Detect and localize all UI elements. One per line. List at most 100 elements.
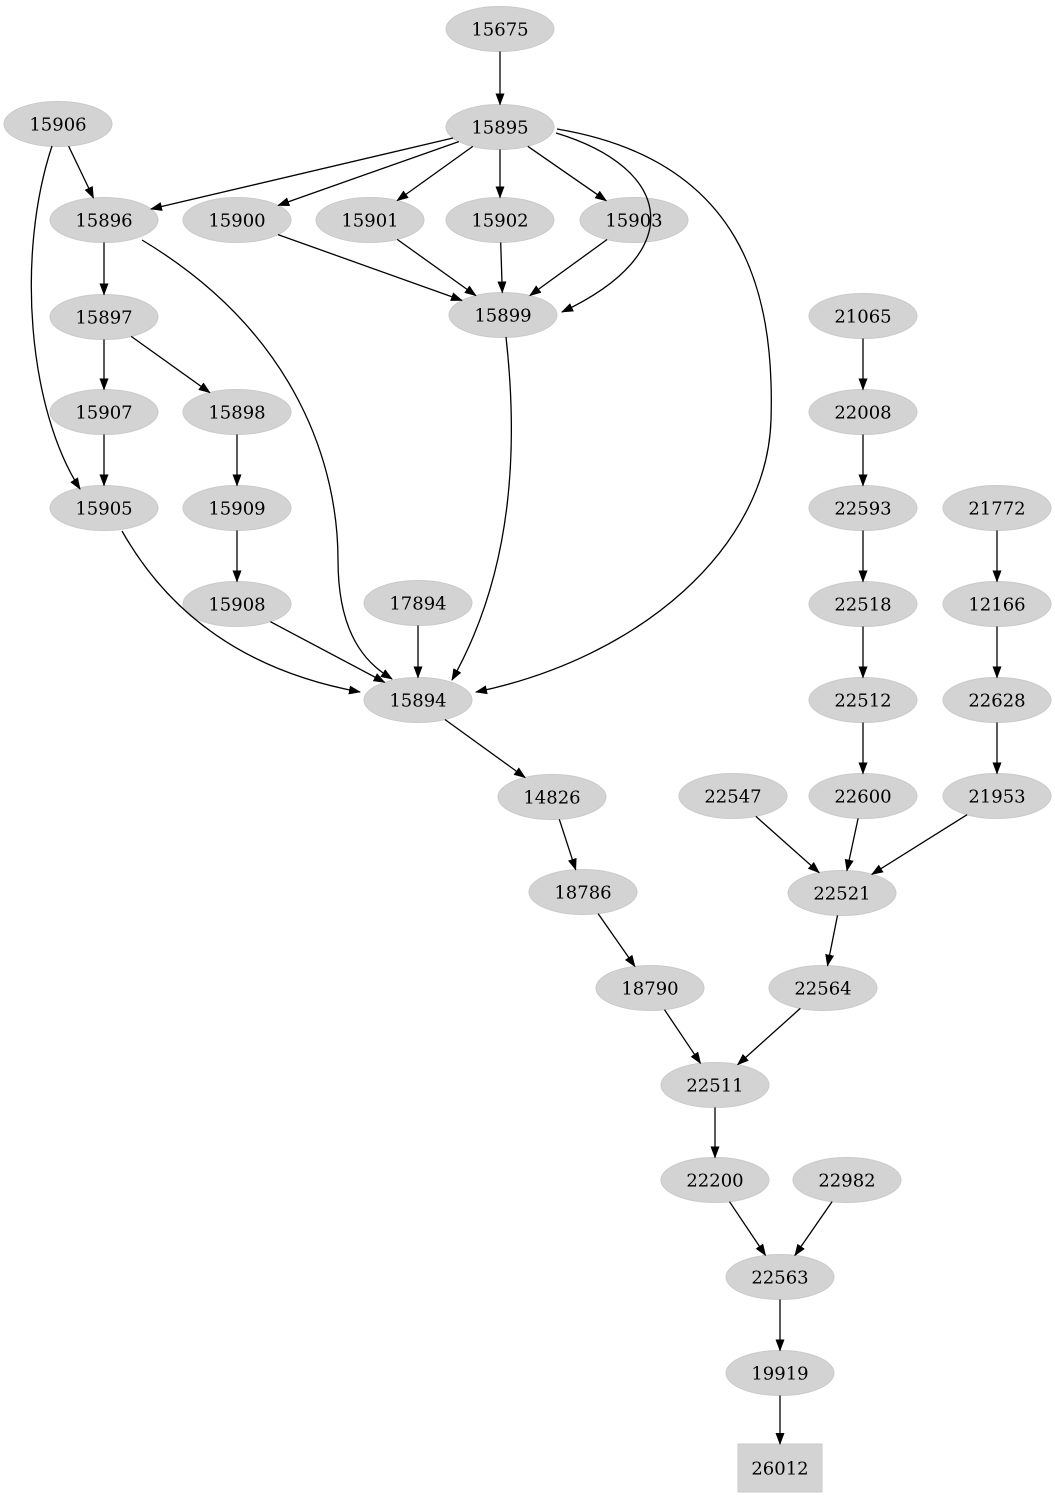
node-label-15675: 15675 bbox=[471, 20, 528, 41]
edge-15906-15905 bbox=[30, 145, 81, 490]
node-ellipse-18786 bbox=[528, 869, 638, 915]
node-22547: 22547 bbox=[678, 773, 788, 819]
node-label-15908: 15908 bbox=[208, 595, 265, 616]
node-22982: 22982 bbox=[792, 1157, 902, 1203]
node-15902: 15902 bbox=[445, 197, 555, 243]
edge-22521-22564 bbox=[825, 915, 839, 967]
node-15896: 15896 bbox=[49, 197, 159, 243]
node-ellipse-22547 bbox=[678, 773, 788, 819]
node-15909: 15909 bbox=[182, 485, 292, 531]
node-22628: 22628 bbox=[942, 677, 1052, 723]
node-22518: 22518 bbox=[808, 581, 918, 627]
edge-15903-15899 bbox=[529, 238, 608, 297]
edge-15895-15903 bbox=[527, 145, 608, 202]
node-ellipse-14826 bbox=[497, 774, 607, 820]
edge-22600-22521 bbox=[844, 818, 859, 872]
edge-22547-22521 bbox=[755, 815, 820, 874]
node-15675: 15675 bbox=[445, 6, 555, 52]
edge-15897-15898 bbox=[130, 335, 211, 394]
node-label-17894: 17894 bbox=[389, 594, 446, 615]
node-label-15896: 15896 bbox=[75, 211, 132, 232]
edge-15905-15894 bbox=[121, 530, 361, 695]
edge-21953-22521 bbox=[871, 814, 968, 875]
edge-15908-15894 bbox=[270, 621, 386, 683]
node-label-22200: 22200 bbox=[686, 1171, 743, 1192]
node-19919: 19919 bbox=[725, 1350, 835, 1396]
node-label-15895: 15895 bbox=[471, 118, 528, 139]
edge-15902-15899 bbox=[497, 242, 507, 294]
node-label-22982: 22982 bbox=[818, 1171, 875, 1192]
node-label-15894: 15894 bbox=[389, 691, 446, 712]
edge-18786-18790 bbox=[597, 913, 636, 968]
node-label-15902: 15902 bbox=[471, 211, 528, 232]
node-label-19919: 19919 bbox=[751, 1364, 808, 1385]
node-label-22521: 22521 bbox=[813, 884, 870, 905]
node-label-15903: 15903 bbox=[605, 211, 662, 232]
node-ellipse-18790 bbox=[595, 965, 705, 1011]
node-18786: 18786 bbox=[528, 869, 638, 915]
node-ellipse-22982 bbox=[792, 1157, 902, 1203]
edge-15894-14826 bbox=[444, 718, 526, 779]
node-22593: 22593 bbox=[808, 485, 918, 531]
node-label-21772: 21772 bbox=[968, 499, 1025, 520]
node-label-22593: 22593 bbox=[834, 499, 891, 520]
node-22008: 22008 bbox=[808, 389, 918, 435]
node-label-15900: 15900 bbox=[208, 211, 265, 232]
node-26012: 26012 bbox=[737, 1443, 823, 1493]
edge-15901-15899 bbox=[396, 238, 477, 297]
node-15901: 15901 bbox=[315, 197, 425, 243]
node-label-15901: 15901 bbox=[341, 211, 398, 232]
node-label-15898: 15898 bbox=[208, 403, 265, 424]
edge-15899-15894 bbox=[451, 336, 513, 681]
node-15894: 15894 bbox=[363, 677, 473, 723]
node-15907: 15907 bbox=[49, 389, 159, 435]
edge-14826-18786 bbox=[558, 819, 577, 871]
node-22512: 22512 bbox=[808, 677, 918, 723]
edge-15895-15900 bbox=[277, 140, 460, 207]
edge-15900-15899 bbox=[277, 233, 463, 302]
node-label-18786: 18786 bbox=[554, 883, 611, 904]
node-label-22512: 22512 bbox=[834, 691, 891, 712]
node-22200: 22200 bbox=[660, 1157, 770, 1203]
edge-15906-15896 bbox=[68, 145, 94, 199]
node-label-15897: 15897 bbox=[75, 308, 132, 329]
node-label-22600: 22600 bbox=[834, 787, 891, 808]
node-label-21065: 21065 bbox=[834, 307, 891, 328]
node-label-18790: 18790 bbox=[621, 979, 678, 1000]
node-15903: 15903 bbox=[579, 197, 689, 243]
node-ellipse-15906 bbox=[3, 101, 113, 147]
edge-22982-22563 bbox=[794, 1201, 833, 1257]
node-15905: 15905 bbox=[49, 485, 159, 531]
node-label-15899: 15899 bbox=[474, 306, 531, 327]
edges-layer bbox=[30, 51, 1002, 1445]
node-15900: 15900 bbox=[182, 197, 292, 243]
node-label-26012: 26012 bbox=[751, 1459, 808, 1480]
node-label-22563: 22563 bbox=[751, 1268, 808, 1289]
node-14826: 14826 bbox=[497, 774, 607, 820]
node-label-14826: 14826 bbox=[523, 788, 580, 809]
node-label-21953: 21953 bbox=[968, 787, 1025, 808]
node-box-26012 bbox=[737, 1443, 823, 1493]
node-ellipse-22521 bbox=[787, 870, 897, 916]
edge-18790-22511 bbox=[663, 1009, 702, 1065]
node-label-22564: 22564 bbox=[794, 979, 851, 1000]
node-label-22511: 22511 bbox=[686, 1076, 743, 1097]
node-15899: 15899 bbox=[448, 292, 558, 338]
node-21772: 21772 bbox=[942, 485, 1052, 531]
node-12166: 12166 bbox=[942, 581, 1052, 627]
node-15897: 15897 bbox=[49, 294, 159, 340]
node-17894: 17894 bbox=[363, 580, 473, 626]
node-ellipse-15903 bbox=[579, 197, 689, 243]
node-22600: 22600 bbox=[808, 773, 918, 819]
edge-22564-22511 bbox=[736, 1007, 801, 1066]
node-21953: 21953 bbox=[942, 773, 1052, 819]
node-22564: 22564 bbox=[768, 965, 878, 1011]
node-15908: 15908 bbox=[182, 581, 292, 627]
node-ellipse-22564 bbox=[768, 965, 878, 1011]
node-22563: 22563 bbox=[725, 1254, 835, 1300]
edge-15895-15899 bbox=[555, 132, 652, 313]
node-ellipse-15901 bbox=[315, 197, 425, 243]
node-label-22547: 22547 bbox=[704, 787, 761, 808]
